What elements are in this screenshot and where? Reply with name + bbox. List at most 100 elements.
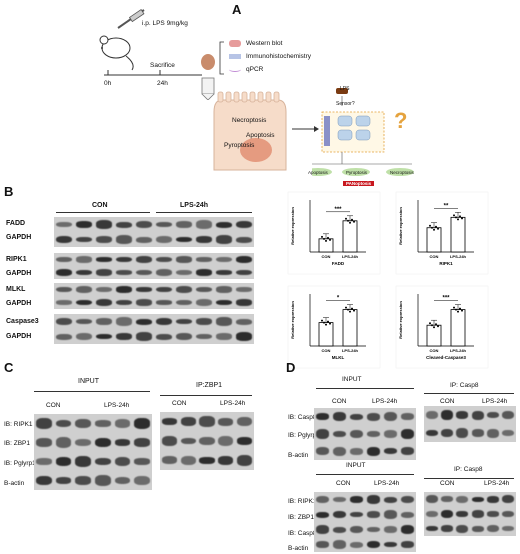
blot-band [486,525,500,533]
blot-band [332,412,347,421]
panoptosis-badge: PANoptosis [343,181,375,186]
ib-label: IB: Casp8 [288,530,317,537]
panoptosis-pathway-diagram [312,88,414,176]
western-blot [160,412,254,470]
blot-band [75,438,92,447]
group-line [160,395,252,396]
data-point [349,310,351,313]
blot-band [56,317,72,326]
data-point [351,307,353,310]
blot-band [315,413,330,421]
data-point [453,214,455,217]
data-point [321,235,323,238]
blot-band [156,286,172,293]
bar [342,220,358,253]
data-point [459,307,461,310]
blot-band [56,256,72,263]
category-label: LPS-24h [342,348,359,353]
data-point [325,239,327,242]
blot-band [96,269,112,276]
blot-label: GAPDH [6,300,32,307]
blot-band [94,437,111,448]
panel-c-label: C [4,360,14,375]
blot-band [440,496,454,503]
blot-band [196,298,212,307]
blot-band [425,410,438,420]
bar [450,216,466,253]
group-label-con: CON [172,400,187,407]
panel-a-label: A [232,2,242,17]
blot-band [400,525,415,534]
blot-band [315,495,330,504]
qpcr-curve-icon [229,67,241,72]
data-point [435,323,437,326]
blot-band [116,256,132,263]
blot-band [199,456,215,464]
blot-band [96,257,112,262]
blot-band [366,430,381,438]
blot-band [236,287,252,292]
blot-band [156,268,172,277]
blot-band [315,541,330,548]
blot-band [332,540,347,549]
blot-band [471,429,484,437]
group-label-con: CON [440,480,455,487]
blot-label: GAPDH [6,234,32,241]
category-label: LPS-24h [450,348,467,353]
pathway-sensor: Sensor? [336,101,355,107]
blot-band [332,496,347,503]
blot-band [502,526,515,532]
blot-band [56,268,72,277]
blot-band [237,416,253,427]
data-point [455,216,457,219]
group-label-lps: LPS-24h [482,398,508,405]
y-axis-label: Relative expression [398,207,403,245]
blot-band [236,299,252,306]
blot-band [136,269,152,276]
x-axis-label: RIPK1 [439,261,453,266]
blot-label: MLKL [6,286,26,293]
group-label-con: CON [332,398,347,405]
blot-band [35,458,52,465]
blot-label: GAPDH [6,270,32,277]
blot-band [332,526,347,533]
blot-band [383,510,398,519]
blot-band [96,220,112,229]
blot-band [94,457,111,466]
group-label-lps: LPS-24h [180,202,209,209]
blot-band [196,318,212,325]
bar [426,227,442,253]
blot-band [199,436,215,446]
group-label-lps: LPS-24h [484,480,510,487]
blot-label: FADD [6,220,26,227]
blot-label: GAPDH [6,333,32,340]
blot-band [400,541,415,548]
blot-band [383,541,398,548]
blot-band [237,455,253,466]
ihc-slide-icon [229,54,241,59]
data-point [435,225,437,228]
data-point [321,319,323,322]
data-point [323,321,325,324]
western-blot [314,492,416,552]
blot-band [502,510,515,518]
western-blot [34,414,152,490]
data-point [431,226,433,229]
blot-band [196,286,212,293]
blot-band [76,285,92,294]
blot-band [76,236,92,243]
blot-band [35,418,52,429]
blot-band [237,437,253,445]
blot-band [486,496,500,503]
data-point [433,228,435,231]
blot-band [114,419,131,428]
blot-band [383,448,398,455]
data-point [349,221,351,224]
blot-band [349,525,364,534]
blot-band [502,429,515,437]
blot-band [56,235,72,244]
blot-band [136,287,152,292]
western-blot [54,283,254,309]
data-point [461,309,463,312]
